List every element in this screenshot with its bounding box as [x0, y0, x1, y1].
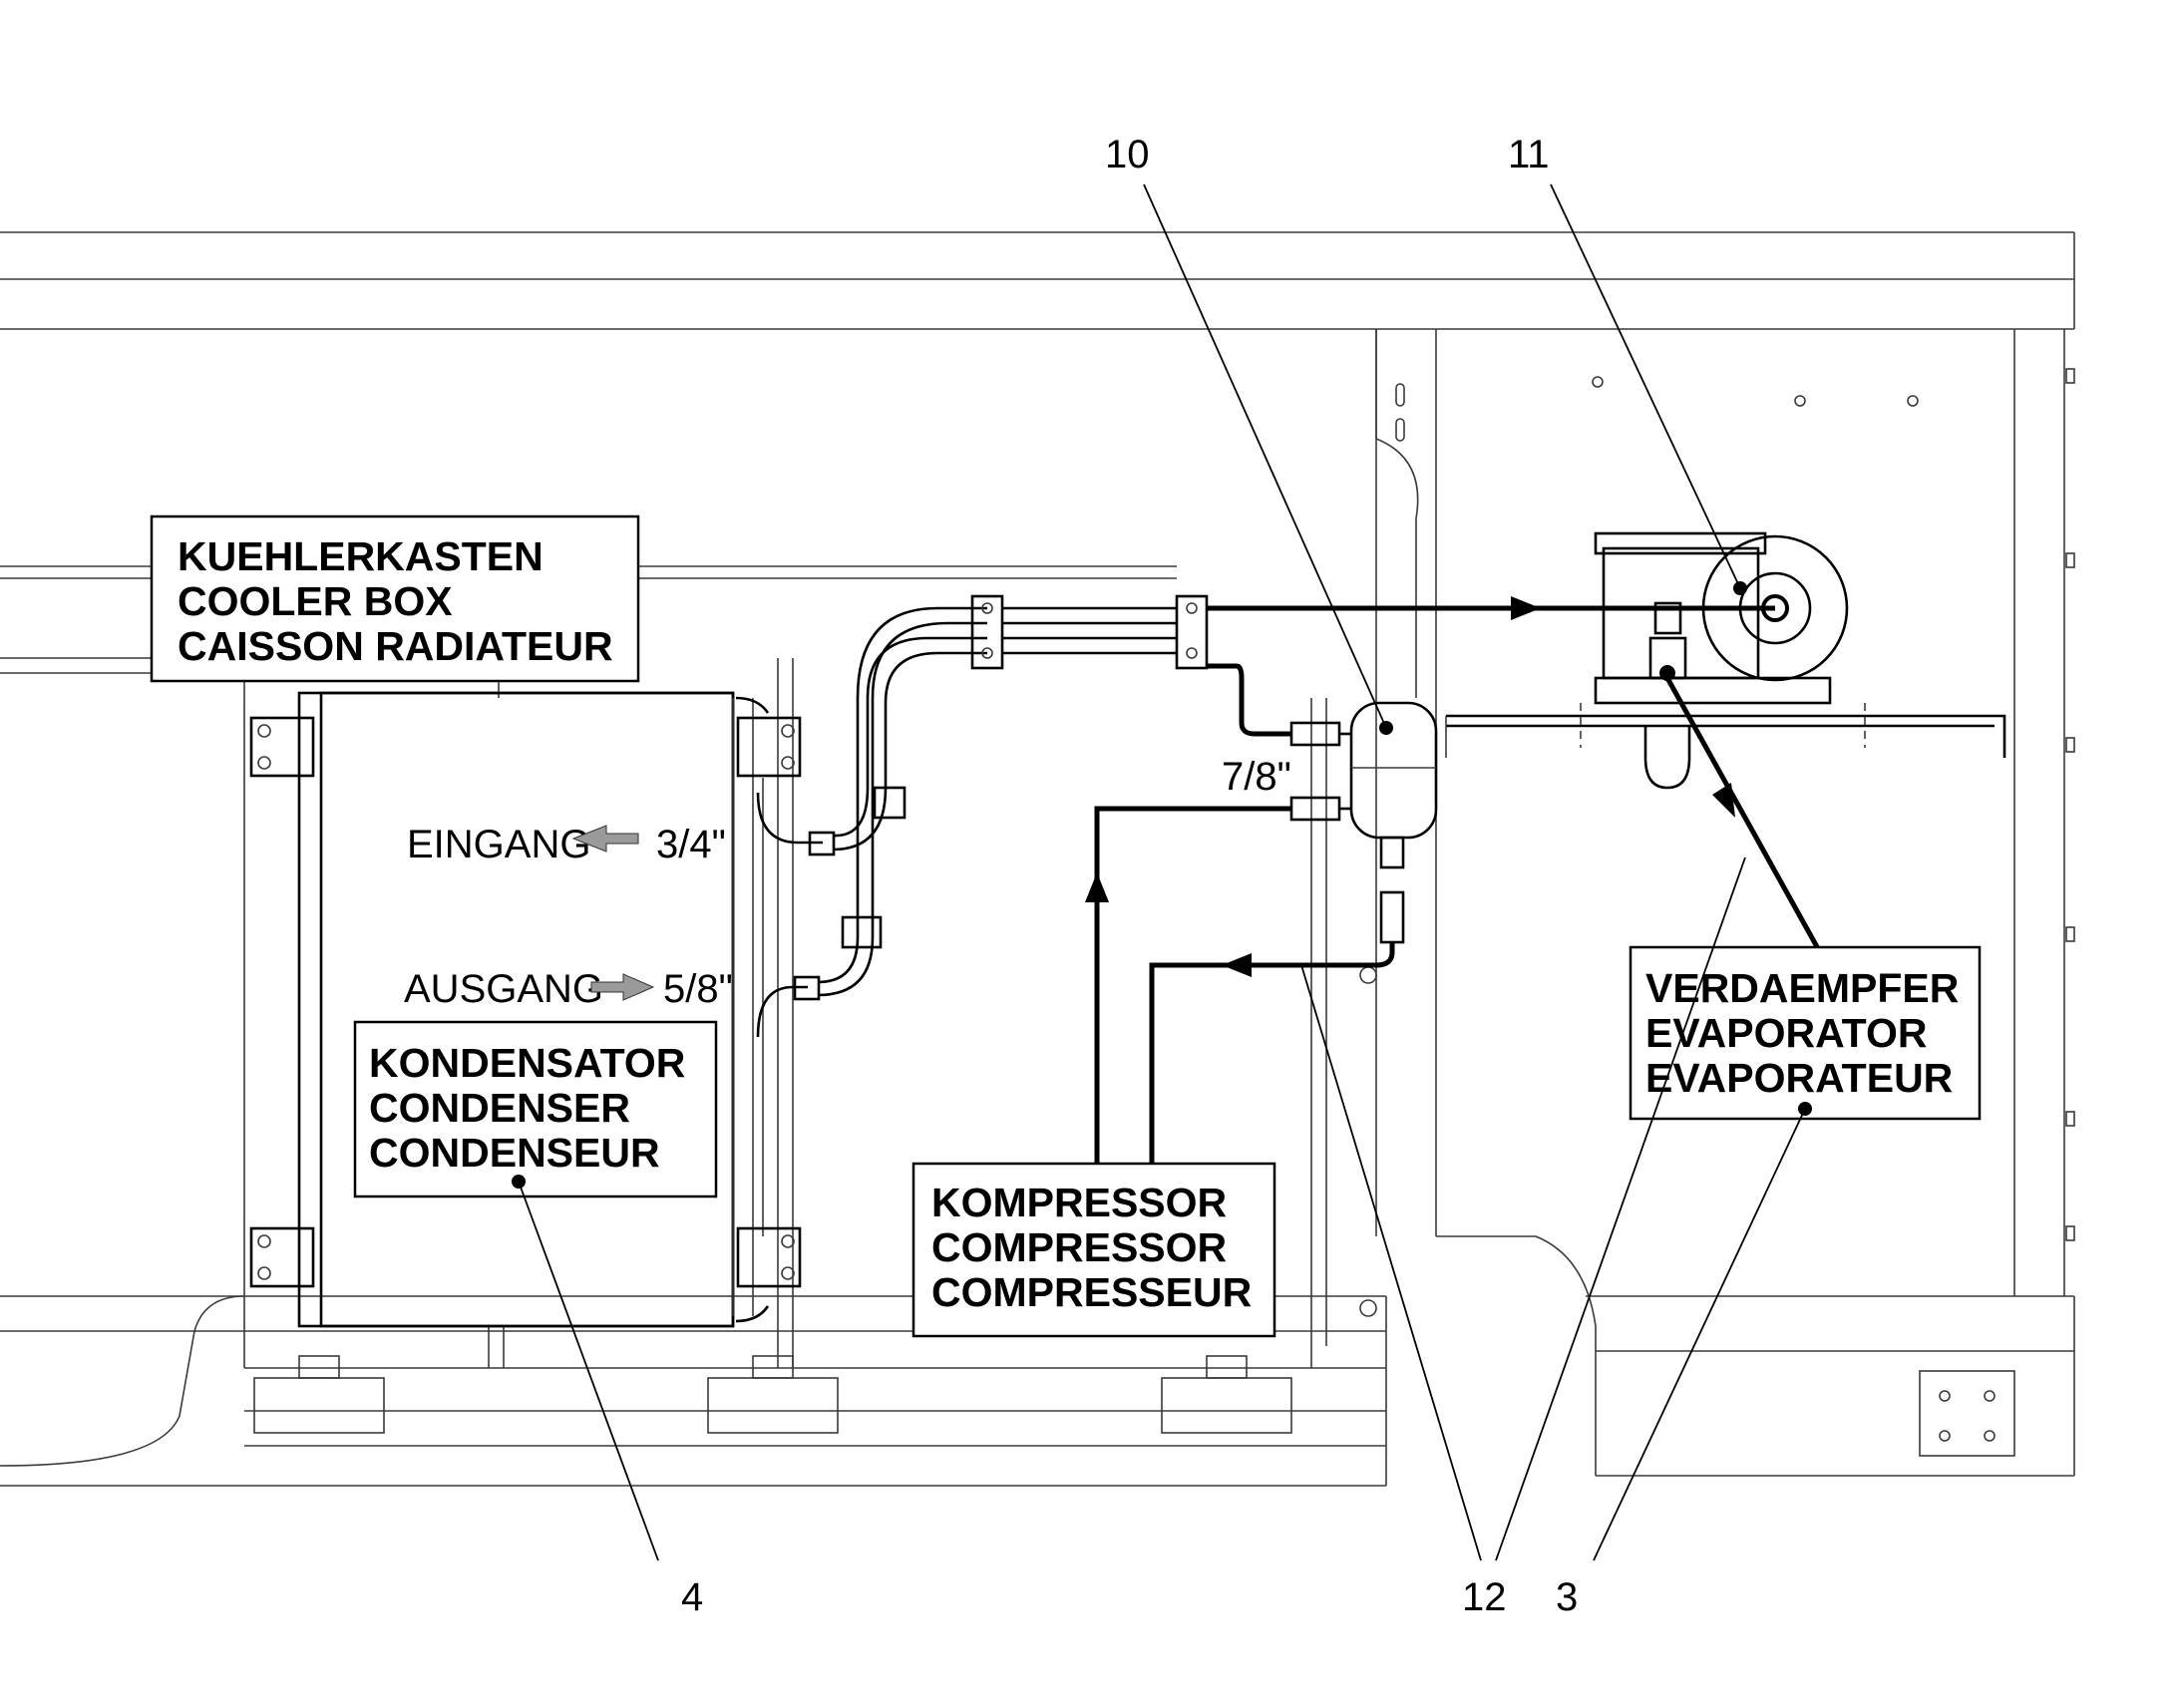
- flow-annotations: EINGANG 3/4" AUSGANG 5/8" 7/8": [404, 755, 1291, 1011]
- condenser-hoses: [817, 594, 1209, 997]
- compressor-unit: [1445, 531, 2006, 790]
- outlet-arrow-icon: [590, 973, 655, 1001]
- outlet-size: 5/8": [663, 967, 733, 1011]
- label-line: CAISSON RADIATEUR: [178, 623, 613, 669]
- refrigerant-lines: [1085, 596, 1823, 1167]
- label-line: KUEHLERKASTEN: [178, 533, 544, 579]
- inlet-label: EINGANG: [407, 823, 590, 866]
- label-line: COOLER BOX: [178, 578, 453, 624]
- label-line: CONDENSER: [369, 1085, 630, 1131]
- callout-10: 10: [1105, 133, 1150, 176]
- label-cooler-box: KUEHLERKASTEN COOLER BOX CAISSON RADIATE…: [150, 514, 640, 683]
- label-evaporator: VERDAEMPFER EVAPORATOR EVAPORATEUR: [1629, 945, 1982, 1121]
- inlet-arrow-icon: [571, 825, 639, 853]
- label-compressor: KOMPRESSOR COMPRESSOR COMPRESSEUR: [911, 1162, 1276, 1338]
- callout-12: 12: [1462, 1575, 1507, 1619]
- outlet-label: AUSGANG: [404, 967, 603, 1011]
- label-line: EVAPORATEUR: [1645, 1055, 1953, 1101]
- condenser-unit: [249, 691, 836, 1328]
- callout-11: 11: [1508, 133, 1550, 176]
- label-line: EVAPORATOR: [1645, 1010, 1927, 1056]
- callouts: 10 11 4 12 3: [512, 133, 1812, 1619]
- label-line: COMPRESSOR: [931, 1224, 1227, 1270]
- label-line: KONDENSATOR: [369, 1040, 685, 1086]
- inlet-size: 3/4": [656, 823, 726, 866]
- label-condenser: KONDENSATOR CONDENSER CONDENSEUR: [353, 1020, 718, 1198]
- callout-4: 4: [681, 1575, 703, 1619]
- label-line: COMPRESSEUR: [931, 1269, 1252, 1315]
- label-line: KOMPRESSOR: [931, 1180, 1227, 1225]
- dryer-size: 7/8": [1222, 755, 1291, 799]
- receiver-dryer: [1289, 701, 1438, 944]
- label-line: VERDAEMPFER: [1645, 965, 1959, 1011]
- label-line: CONDENSEUR: [369, 1130, 660, 1176]
- callout-3: 3: [1556, 1575, 1578, 1619]
